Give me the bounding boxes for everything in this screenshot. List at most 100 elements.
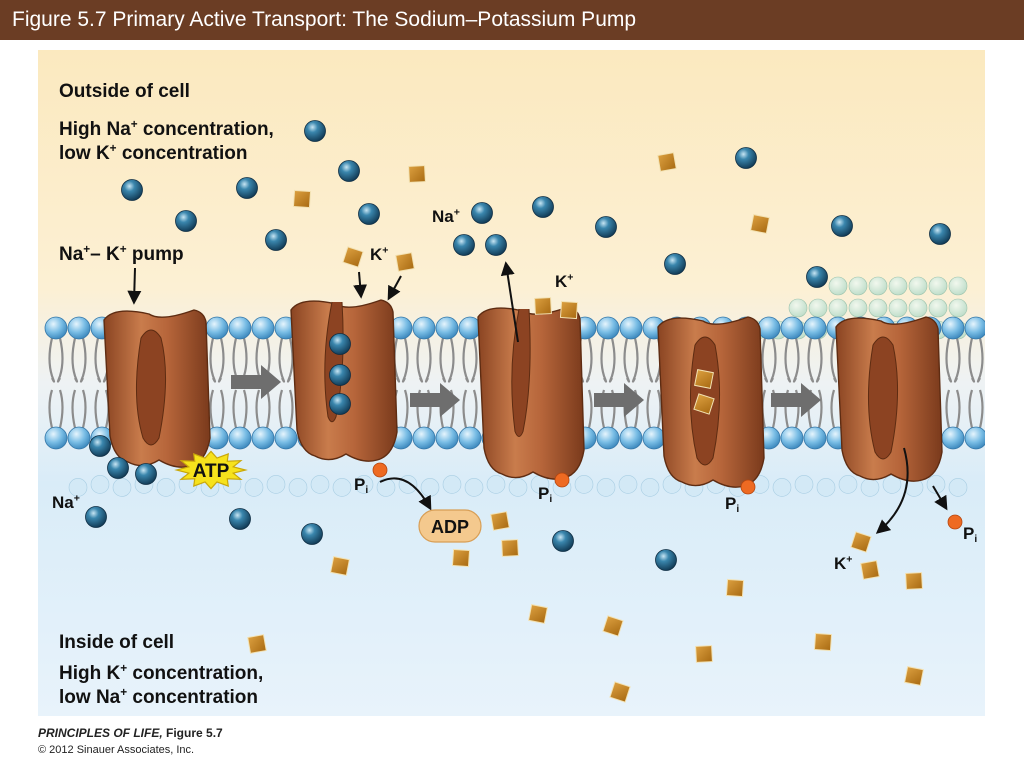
outside-label: Outside of cell xyxy=(59,81,190,102)
lipid-tail xyxy=(209,337,217,383)
lipid-tail xyxy=(56,337,64,383)
lipid-tail xyxy=(288,389,294,429)
lipid-head-back xyxy=(838,475,858,494)
lipid-tail xyxy=(403,389,409,429)
lipid-head-top xyxy=(67,316,91,340)
lipid-tail xyxy=(656,389,662,429)
sodium-ion xyxy=(664,253,686,275)
lipid-head-back xyxy=(868,298,888,318)
lipid-head-back xyxy=(828,276,848,296)
footer-credit: PRINCIPLES OF LIFE, Figure 5.7 © 2012 Si… xyxy=(38,724,223,756)
sodium-ion xyxy=(358,203,380,225)
lipid-tail xyxy=(472,389,478,429)
footer-copyright: © 2012 Sinauer Associates, Inc. xyxy=(38,744,195,756)
atp-starburst xyxy=(174,450,248,490)
lipid-tail xyxy=(401,337,409,383)
potassium-ion xyxy=(528,604,548,624)
lipid-head-bottom xyxy=(642,426,666,450)
lipid-head-top xyxy=(757,316,781,340)
lipid-head-back xyxy=(888,298,908,318)
sodium-ion xyxy=(552,530,574,552)
lipid-tail xyxy=(945,337,953,383)
sodium-ion xyxy=(471,202,493,224)
lipid-tail xyxy=(58,389,64,429)
lipid-head-top xyxy=(619,316,643,340)
lipid-tail xyxy=(217,337,225,383)
lipid-head-back xyxy=(420,478,440,497)
potassium-ion xyxy=(905,572,923,590)
lipid-head-top xyxy=(941,316,965,340)
outside-concentration-label: High Na+ concentration, low K+ concentra… xyxy=(59,117,274,164)
lipid-head-back xyxy=(860,478,880,497)
phosphate-group xyxy=(372,462,388,478)
lipid-head-back xyxy=(928,298,948,318)
pump-protein xyxy=(477,306,585,480)
lipid-head-bottom xyxy=(44,426,68,450)
potassium-ion xyxy=(395,252,415,272)
lipid-head-bottom xyxy=(964,426,985,450)
sodium-ion xyxy=(265,229,287,251)
lipid-tail xyxy=(815,337,823,383)
movement-arrow xyxy=(932,485,948,511)
lipid-tail xyxy=(817,389,823,429)
lipid-tail xyxy=(416,389,422,429)
inside-concentration-label: High K+ concentration, low Na+ concentra… xyxy=(59,661,264,708)
lipid-head-bottom xyxy=(67,426,91,450)
lipid-tail xyxy=(232,389,238,429)
lipid-tail xyxy=(81,389,87,429)
step-arrow xyxy=(771,383,821,417)
step-arrows xyxy=(231,365,821,417)
lipid-tail xyxy=(608,337,616,383)
step-arrow xyxy=(231,365,281,399)
potassium-ion xyxy=(292,189,312,209)
lipid-tail xyxy=(761,337,769,383)
potassium-ion xyxy=(501,539,519,557)
lipid-tail xyxy=(48,389,54,429)
lipid-head-back xyxy=(788,298,808,318)
sodium-ion xyxy=(301,523,323,545)
sodium-ion xyxy=(85,506,107,528)
lipid-head-back xyxy=(926,475,946,494)
sodium-ion xyxy=(453,234,475,256)
pump-channel xyxy=(867,336,899,460)
lipid-head-bottom xyxy=(412,426,436,450)
lipid-tail xyxy=(462,389,468,429)
lipid-head-back xyxy=(244,478,264,497)
potassium-ion xyxy=(534,297,552,315)
lipid-tail xyxy=(94,389,100,429)
potassium-ion xyxy=(694,369,714,389)
lipid-tail xyxy=(439,337,447,383)
movement-arrow xyxy=(379,477,432,511)
potassium-ion xyxy=(750,214,770,234)
lipid-head-back xyxy=(112,478,132,497)
lipid-tail xyxy=(784,389,790,429)
lipid-tail xyxy=(830,389,836,429)
lipid-head-top xyxy=(964,316,985,340)
lipid-head-back xyxy=(794,475,814,494)
lipid-head-back xyxy=(574,475,594,494)
lipid-tail xyxy=(610,389,616,429)
lipid-tail xyxy=(219,389,225,429)
potassium-ion xyxy=(693,393,715,415)
lipid-head-back xyxy=(156,478,176,497)
adp-capsule xyxy=(418,509,482,543)
lipid-tail xyxy=(278,389,284,429)
sodium-ion xyxy=(655,549,677,571)
potassium-ion xyxy=(408,165,426,183)
pump-protein xyxy=(103,309,211,468)
lipid-head-top xyxy=(435,316,459,340)
lipid-tail xyxy=(953,337,961,383)
lipid-tail xyxy=(209,389,215,429)
potassium-label-step2: K+ xyxy=(370,244,389,264)
lipid-tail xyxy=(416,337,424,383)
pump-label: Na+– K+ pump xyxy=(59,242,184,265)
lipid-head-back xyxy=(828,298,848,318)
lipid-tail xyxy=(79,337,87,383)
lipid-tail xyxy=(968,337,976,383)
pump-channel xyxy=(324,301,344,423)
slide-title: Figure 5.7 Primary Active Transport: The… xyxy=(12,8,637,31)
lipid-head-back xyxy=(882,475,902,494)
lipid-head-back xyxy=(376,478,396,497)
lipid-tail xyxy=(600,389,606,429)
